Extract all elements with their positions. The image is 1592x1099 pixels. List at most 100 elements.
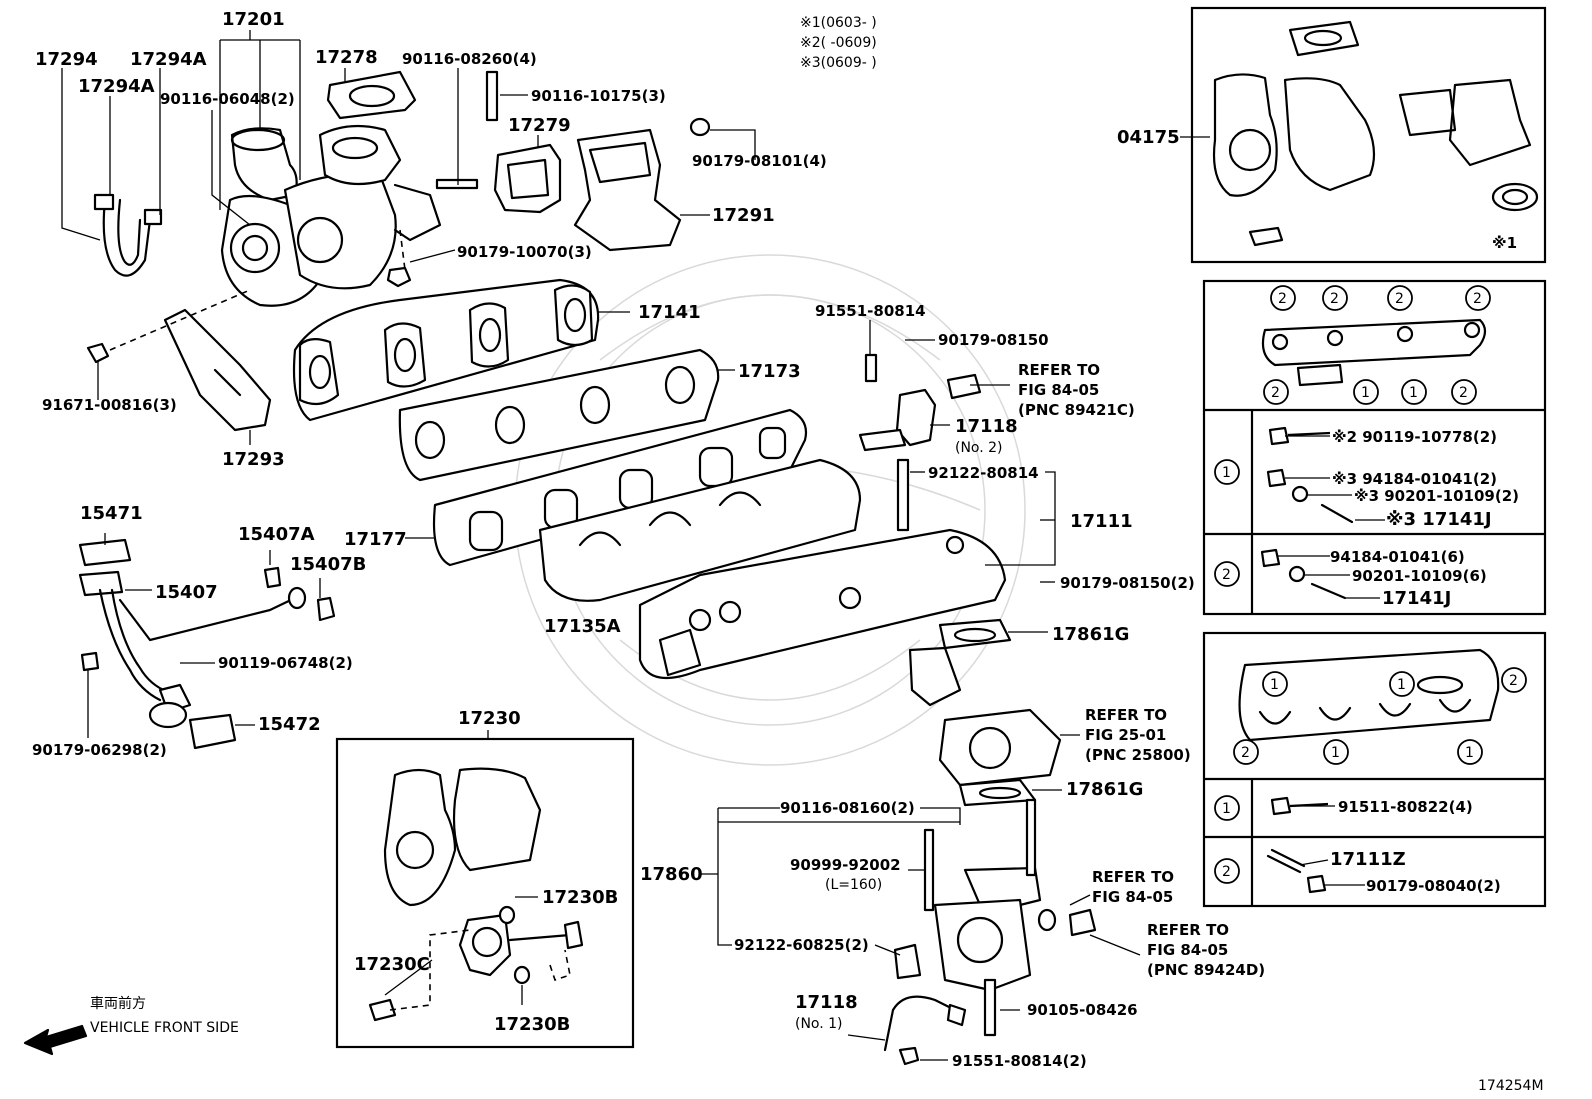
label-17278: 17278 <box>315 47 378 68</box>
svg-text:1: 1 <box>1465 745 1474 761</box>
svg-text:1: 1 <box>1397 677 1406 693</box>
row1-nut: ※3 94184-01041(2) <box>1332 470 1497 488</box>
label-17861G-1: 17861G <box>1052 624 1129 645</box>
svg-text:2: 2 <box>1271 385 1280 401</box>
svg-text:2: 2 <box>1278 291 1287 307</box>
label-17111: 17111 <box>1070 511 1133 532</box>
label-90179-06298: 90179-06298(2) <box>32 741 167 759</box>
label-17118-no1: 17118 <box>795 992 858 1013</box>
svg-text:2: 2 <box>1330 291 1339 307</box>
note-1: ※1(0603- ) <box>800 15 877 31</box>
label-92122-60825: 92122-60825(2) <box>734 936 869 954</box>
refer-4-line-3: (PNC 89424D) <box>1147 961 1265 979</box>
panel-exhaust-markers: 2 2 2 2 2 1 1 2 1 2 <box>1214 285 1491 587</box>
insulator-17135A <box>538 458 862 602</box>
refer-1-line-3: (PNC 89421C) <box>1018 401 1135 419</box>
label-90999-92002: 90999-92002 <box>790 856 901 874</box>
label-17141: 17141 <box>638 302 701 323</box>
refer-1-line-2: FIG 84-05 <box>1018 381 1099 399</box>
svg-text:1: 1 <box>1331 745 1340 761</box>
label-90999-92002-sub: (L=160) <box>825 877 882 893</box>
mini-exhaust-manifold <box>1261 318 1487 387</box>
bolt-91671-00816 <box>86 342 110 364</box>
label-90116-08260: 90116-08260(4) <box>402 50 537 68</box>
label-17291: 17291 <box>712 205 775 226</box>
svg-text:2: 2 <box>1222 567 1231 583</box>
label-17293: 17293 <box>222 449 285 470</box>
label-17230B-2: 17230B <box>494 1014 570 1035</box>
label-17118-no2: 17118 <box>955 416 1018 437</box>
svg-text:2: 2 <box>1395 291 1404 307</box>
label-17173: 17173 <box>738 361 801 382</box>
panel-intake-text: 91511-80822(4) 17111Z 90179-08040(2) <box>1330 798 1501 895</box>
svg-text:1: 1 <box>1270 677 1279 693</box>
label-17118-no2-sub: (No. 2) <box>955 440 1003 456</box>
label-17201: 17201 <box>222 9 285 30</box>
label-17294: 17294 <box>35 49 98 70</box>
refer-2-line-3: (PNC 25800) <box>1085 746 1191 764</box>
label-17230: 17230 <box>458 708 521 729</box>
refer-4-line-2: FIG 84-05 <box>1147 941 1228 959</box>
label-90116-06048: 90116-06048(2) <box>160 90 295 108</box>
front-side-en: VEHICLE FRONT SIDE <box>90 1020 239 1036</box>
vehicle-front-arrow-icon <box>23 1024 88 1056</box>
label-91551-80814-top: 91551-80814 <box>815 302 926 320</box>
gasket-17278 <box>326 70 417 120</box>
label-17861G-2: 17861G <box>1066 779 1143 800</box>
label-17294A-2: 17294A <box>78 76 155 97</box>
row2-stud: 17141J <box>1382 588 1451 609</box>
svg-text:1: 1 <box>1409 385 1418 401</box>
exhaust-manifold-17141 <box>292 278 600 422</box>
intake-row2-nut: 90179-08040(2) <box>1366 877 1501 895</box>
turbocharger-04175 <box>1212 20 1539 247</box>
refer-4-line-1: REFER TO <box>1147 921 1229 939</box>
label-90119-06748: 90119-06748(2) <box>218 654 353 672</box>
label-note-1-mark: ※1 <box>1492 234 1517 252</box>
box-17230 <box>335 737 635 1049</box>
label-17860: 17860 <box>640 864 703 885</box>
intake-manifold-17111 <box>638 458 1007 680</box>
label-17177: 17177 <box>344 529 407 550</box>
note-2: ※2( -0609) <box>800 35 877 51</box>
refer-3-line-1: REFER TO <box>1092 868 1174 886</box>
egr-valve-area <box>908 618 1062 807</box>
intake-row2-stud: 17111Z <box>1330 849 1406 870</box>
label-04175: 04175 <box>1117 127 1180 148</box>
svg-text:2: 2 <box>1509 673 1518 689</box>
label-15407B: 15407B <box>290 554 366 575</box>
refer-3-line-2: FIG 84-05 <box>1092 888 1173 906</box>
label-15407A: 15407A <box>238 524 315 545</box>
panel-exhaust-text: ※2 90119-10778(2) ※3 94184-01041(2) ※3 9… <box>1330 428 1519 609</box>
bracket-17293 <box>163 308 272 432</box>
row1-washer: ※3 90201-10109(2) <box>1354 487 1519 505</box>
turbocharger-assembly <box>220 124 479 307</box>
label-17230B-1: 17230B <box>542 887 618 908</box>
leader-lines <box>61 30 1385 1061</box>
svg-text:2: 2 <box>1459 385 1468 401</box>
mini-intake-manifold <box>1238 648 1500 742</box>
label-17230C: 17230C <box>354 954 430 975</box>
sensor-17118-no1 <box>883 995 967 1066</box>
oil-pipe-15407 <box>78 538 336 750</box>
svg-text:2: 2 <box>1222 864 1231 880</box>
svg-text:2: 2 <box>1473 291 1482 307</box>
label-90179-08150-top: 90179-08150 <box>938 331 1049 349</box>
row2-washer: 90201-10109(6) <box>1352 567 1487 585</box>
svg-text:1: 1 <box>1361 385 1370 401</box>
gasket-17279 <box>493 143 562 214</box>
row1-bolt: ※2 90119-10778(2) <box>1332 428 1497 446</box>
label-91671-00816: 91671-00816(3) <box>42 396 177 414</box>
stud-17111Z <box>1266 848 1306 874</box>
svg-text:1: 1 <box>1222 465 1231 481</box>
panel-intake-markers: 1 1 2 2 1 1 1 2 <box>1214 667 1527 884</box>
panel-intake-fasteners <box>1202 631 1547 908</box>
turbocharger-17230 <box>368 767 584 1022</box>
panel-exhaust-fasteners <box>1202 279 1547 616</box>
label-17118-no1-sub: (No. 1) <box>795 1016 843 1032</box>
refer-1-line-1: REFER TO <box>1018 361 1100 379</box>
gasket-17173 <box>398 348 720 482</box>
box-04175 <box>1190 6 1547 264</box>
refer-2-line-1: REFER TO <box>1085 706 1167 724</box>
label-17294A-1: 17294A <box>130 49 207 70</box>
